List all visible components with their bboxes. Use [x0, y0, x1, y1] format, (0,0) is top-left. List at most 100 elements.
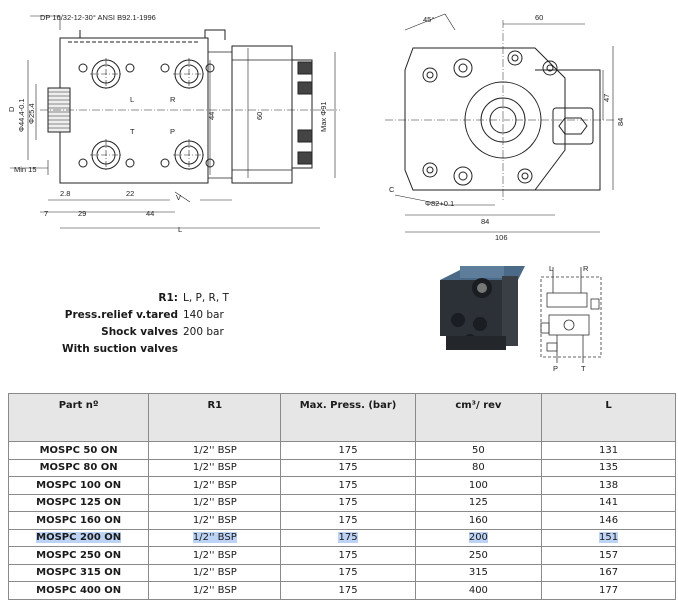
- cell-text: 1/2'' BSP: [192, 567, 237, 579]
- dim-2-8: 2.8: [60, 189, 70, 198]
- max-press-cell: 175: [280, 546, 416, 565]
- cell-text: 141: [598, 497, 619, 509]
- cell-text: 1/2'' BSP: [192, 479, 237, 491]
- schematic-t-label: T: [581, 364, 586, 373]
- column-header-part-no: Part nº: [7, 393, 150, 442]
- dim-29: 29: [78, 209, 86, 218]
- displacement-cell: 50: [414, 441, 543, 460]
- part-no-cell: MOSPC 200 ON: [7, 528, 150, 547]
- r1-cell: 1/2'' BSP: [148, 441, 282, 460]
- dim-7: 7: [44, 209, 48, 218]
- displacement-cell: 250: [414, 546, 543, 565]
- dim-front-84h: 84: [481, 217, 489, 226]
- cell-text: MOSPC 50 ON: [39, 444, 118, 456]
- cell-text: 100: [468, 479, 488, 491]
- cell-text: 175: [338, 532, 358, 544]
- table-row[interactable]: MOSPC 125 ON 1/2'' BSP 175 125 141: [7, 493, 676, 512]
- cell-text: MOSPC 250 ON: [36, 549, 122, 561]
- cell-text: 138: [598, 479, 619, 491]
- spec-row-suction-valves: With suction valves: [30, 341, 229, 358]
- cell-text: MOSPC 315 ON: [36, 567, 122, 579]
- r1-cell: 1/2'' BSP: [148, 511, 282, 530]
- front-view-drawing: 45° 60 47 84 C Φ82+0.1 84 106: [385, 13, 625, 242]
- part-no-cell: MOSPC 50 ON: [7, 441, 150, 460]
- length-cell: 157: [541, 546, 676, 565]
- cell-text: 1/2'' BSP: [192, 532, 237, 544]
- r1-cell: 1/2'' BSP: [148, 493, 282, 512]
- cell-text: 175: [338, 549, 358, 561]
- dim-c: C: [389, 185, 395, 194]
- dim-60v: 60: [255, 112, 264, 120]
- max-press-cell: 175: [280, 458, 416, 477]
- length-cell: 141: [541, 493, 676, 512]
- cell-text: 1/2'' BSP: [192, 584, 237, 596]
- side-view-drawing: DP 16/32-12-30° ANSI B92.1-1996 L R T P …: [7, 13, 340, 234]
- cell-text: 175: [338, 514, 358, 526]
- part-no-cell: MOSPC 160 ON: [7, 511, 150, 530]
- dim-22: 22: [126, 189, 134, 198]
- max-press-cell: 175: [280, 563, 416, 582]
- dim-front-47: 47: [602, 94, 611, 102]
- cell-text: 167: [598, 567, 619, 579]
- cell-text: 125: [468, 497, 488, 509]
- column-header-l: L: [541, 393, 676, 442]
- cell-text: 157: [598, 549, 619, 561]
- displacement-cell: 400: [414, 581, 543, 600]
- length-cell: 146: [541, 511, 676, 530]
- dim-d: D: [7, 106, 16, 112]
- column-header-max-press: Max. Press. (bar): [280, 393, 416, 442]
- cell-text: 80: [472, 462, 485, 474]
- length-cell: 138: [541, 476, 676, 495]
- cell-text: 175: [338, 497, 358, 509]
- cell-text: 177: [598, 584, 619, 596]
- cell-text: 250: [468, 549, 488, 561]
- r1-cell: 1/2'' BSP: [148, 528, 282, 547]
- cell-text: 175: [338, 462, 358, 474]
- spec-row-relief-valve: Press.relief v.tared 140 bar: [30, 307, 229, 324]
- column-header-displacement: cm³/ rev: [414, 393, 543, 442]
- part-no-cell: MOSPC 100 ON: [7, 476, 150, 495]
- spec-value: 200 bar: [183, 326, 224, 338]
- spec-list: R1: L, P, R, T Press.relief v.tared 140 …: [30, 290, 229, 358]
- dim-l: L: [178, 225, 182, 234]
- r1-cell: 1/2'' BSP: [148, 546, 282, 565]
- spec-label: With suction valves: [62, 343, 178, 355]
- cell-text: MOSPC 100 ON: [36, 479, 122, 491]
- displacement-cell: 125: [414, 493, 543, 512]
- cell-text: 50: [472, 444, 485, 456]
- cell-text: 175: [338, 567, 358, 579]
- cell-text: MOSPC 125 ON: [36, 497, 122, 509]
- table-row[interactable]: MOSPC 250 ON 1/2'' BSP 175 250 157: [7, 546, 676, 565]
- cell-text: 1/2'' BSP: [192, 514, 237, 526]
- cell-text: 1/2'' BSP: [192, 462, 237, 474]
- r1-cell: 1/2'' BSP: [148, 458, 282, 477]
- displacement-cell: 200: [414, 528, 543, 547]
- port-p-label: P: [170, 127, 175, 136]
- cell-text: MOSPC 400 ON: [36, 584, 122, 596]
- dim-d25: Φ25.4: [27, 103, 36, 124]
- table-header-row: Part nº R1 Max. Press. (bar) cm³/ rev L: [7, 393, 676, 442]
- part-no-cell: MOSPC 250 ON: [7, 546, 150, 565]
- part-no-cell: MOSPC 400 ON: [7, 581, 150, 600]
- displacement-cell: 100: [414, 476, 543, 495]
- spec-label: Shock valves: [101, 326, 178, 338]
- displacement-cell: 80: [414, 458, 543, 477]
- cell-text: MOSPC 80 ON: [39, 462, 118, 474]
- displacement-cell: 160: [414, 511, 543, 530]
- port-t-label: T: [130, 127, 135, 136]
- spec-label: Press.relief v.tared: [64, 309, 178, 321]
- dim-44b: 44: [146, 209, 154, 218]
- schematic-p-label: P: [553, 364, 558, 373]
- length-cell: 151: [541, 528, 676, 547]
- dim-d82: Φ82+0.1: [425, 199, 454, 208]
- r1-cell: 1/2'' BSP: [148, 476, 282, 495]
- part-no-cell: MOSPC 80 ON: [7, 458, 150, 477]
- part-no-cell: MOSPC 125 ON: [7, 493, 150, 512]
